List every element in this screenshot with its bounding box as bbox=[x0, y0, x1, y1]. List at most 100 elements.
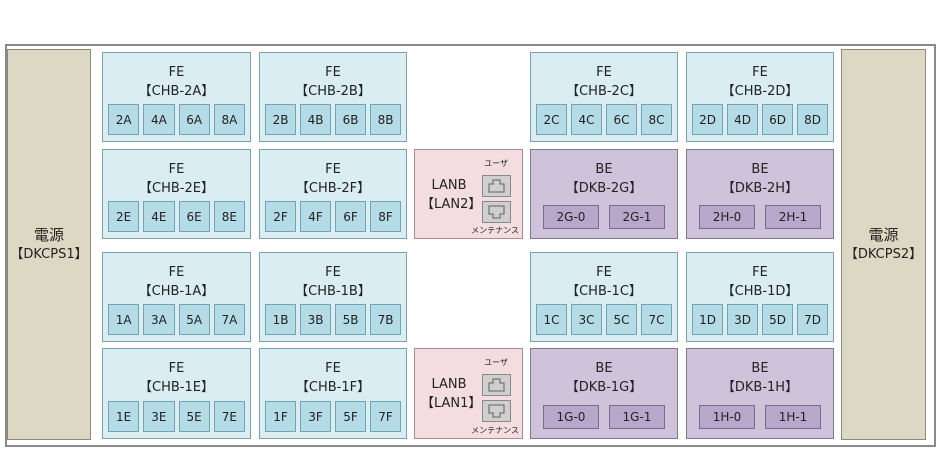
be-port[interactable]: 2G-0 bbox=[543, 205, 599, 229]
fe-port[interactable]: 2E bbox=[108, 201, 140, 232]
fe-port[interactable]: 6D bbox=[762, 104, 793, 135]
be-port[interactable]: 2H-0 bbox=[699, 205, 755, 229]
fe-port[interactable]: 8C bbox=[641, 104, 672, 135]
maintenance-lan-port[interactable] bbox=[482, 201, 511, 223]
board-title: BE【DKB-1H】 bbox=[687, 359, 833, 397]
be-port[interactable]: 1H-1 bbox=[765, 405, 821, 429]
maintenance-lan-port[interactable] bbox=[482, 400, 511, 422]
be-port[interactable]: 2G-1 bbox=[609, 205, 665, 229]
fe-port[interactable]: 7A bbox=[213, 304, 245, 335]
fe-port[interactable]: 8D bbox=[797, 104, 828, 135]
fe-port[interactable]: 6A bbox=[178, 104, 210, 135]
fe-port[interactable]: 1C bbox=[536, 304, 567, 335]
fe-port[interactable]: 4B bbox=[300, 104, 331, 135]
board-title: FE【CHB-2D】 bbox=[687, 63, 833, 101]
fe-port[interactable]: 6E bbox=[178, 201, 210, 232]
fe-port[interactable]: 5C bbox=[606, 304, 637, 335]
fe-port[interactable]: 5A bbox=[178, 304, 210, 335]
lan-board[interactable]: LANB【LAN1】ユーザメンテナンス bbox=[414, 348, 523, 439]
fe-port[interactable]: 6F bbox=[335, 201, 366, 232]
fe-port[interactable]: 3D bbox=[727, 304, 758, 335]
power-supply-dkcps1[interactable]: 電源 【DKCPS1】 bbox=[7, 49, 91, 440]
fe-port[interactable]: 2A bbox=[108, 104, 140, 135]
fe-port[interactable]: 8A bbox=[213, 104, 245, 135]
fe-port[interactable]: 2F bbox=[265, 201, 296, 232]
fe-port[interactable]: 7B bbox=[370, 304, 401, 335]
fe-port[interactable]: 2D bbox=[692, 104, 723, 135]
fe-port[interactable]: 3B bbox=[300, 304, 331, 335]
be-board[interactable]: BE【DKB-1H】 1H-0 1H-1 bbox=[686, 348, 834, 439]
fe-port[interactable]: 1E bbox=[108, 401, 140, 432]
fe-port[interactable]: 2B bbox=[265, 104, 296, 135]
fe-port[interactable]: 5B bbox=[335, 304, 366, 335]
power-supply-id: 【DKCPS2】 bbox=[844, 246, 923, 262]
port-group: 2G-0 2G-1 bbox=[543, 205, 665, 229]
board-id: 【CHB-2C】 bbox=[566, 84, 642, 99]
be-port[interactable]: 2H-1 bbox=[765, 205, 821, 229]
be-port[interactable]: 1H-0 bbox=[699, 405, 755, 429]
board-title: FE【CHB-2B】 bbox=[260, 63, 406, 101]
be-port[interactable]: 1G-1 bbox=[609, 405, 665, 429]
board-id: 【LAN2】 bbox=[421, 197, 482, 212]
fe-port[interactable]: 4E bbox=[143, 201, 175, 232]
board-type: FE bbox=[325, 265, 341, 280]
fe-port[interactable]: 5F bbox=[335, 401, 366, 432]
fe-port[interactable]: 5D bbox=[762, 304, 793, 335]
board-title: FE 【CHB-2C】 bbox=[531, 63, 677, 101]
user-lan-port[interactable] bbox=[482, 374, 511, 396]
fe-port[interactable]: 3A bbox=[143, 304, 175, 335]
fe-port[interactable]: 3E bbox=[143, 401, 175, 432]
fe-port[interactable]: 7E bbox=[213, 401, 245, 432]
fe-port[interactable]: 1F bbox=[265, 401, 296, 432]
fe-port[interactable]: 1B bbox=[265, 304, 296, 335]
fe-port[interactable]: 4A bbox=[143, 104, 175, 135]
power-supply-dkcps2[interactable]: 電源 【DKCPS2】 bbox=[841, 49, 926, 440]
fe-port[interactable]: 2C bbox=[536, 104, 567, 135]
maintenance-port-label: メンテナンス bbox=[471, 426, 519, 435]
fe-port[interactable]: 1A bbox=[108, 304, 140, 335]
fe-port[interactable]: 6C bbox=[606, 104, 637, 135]
fe-port[interactable]: 5E bbox=[178, 401, 210, 432]
fe-port[interactable]: 1D bbox=[692, 304, 723, 335]
fe-port[interactable]: 8F bbox=[370, 201, 401, 232]
board-id: 【CHB-2E】 bbox=[139, 181, 214, 196]
be-port[interactable]: 1G-0 bbox=[543, 405, 599, 429]
board-id: 【CHB-2F】 bbox=[295, 181, 371, 196]
fe-port[interactable]: 4D bbox=[727, 104, 758, 135]
fe-port[interactable]: 4C bbox=[571, 104, 602, 135]
fe-port[interactable]: 7D bbox=[797, 304, 828, 335]
board-type: FE bbox=[596, 65, 612, 80]
fe-port[interactable]: 8E bbox=[213, 201, 245, 232]
fe-port[interactable]: 7F bbox=[370, 401, 401, 432]
lan-board[interactable]: LANB【LAN2】ユーザメンテナンス bbox=[414, 149, 523, 239]
fe-port[interactable]: 8B bbox=[370, 104, 401, 135]
fe-port[interactable]: 6B bbox=[335, 104, 366, 135]
user-lan-port[interactable] bbox=[482, 175, 511, 197]
fe-port[interactable]: 4F bbox=[300, 201, 331, 232]
fe-port[interactable]: 3C bbox=[571, 304, 602, 335]
maintenance-port-label: メンテナンス bbox=[471, 226, 519, 235]
fe-port[interactable]: 7C bbox=[641, 304, 672, 335]
board-id: 【CHB-2A】 bbox=[138, 84, 215, 99]
fe-port[interactable]: 3F bbox=[300, 401, 331, 432]
